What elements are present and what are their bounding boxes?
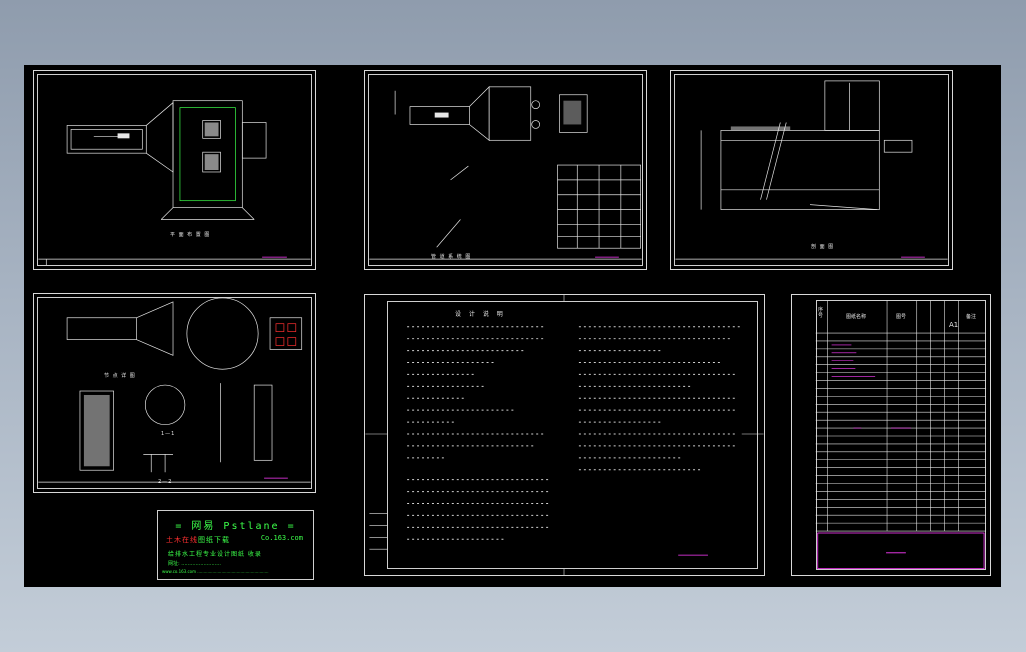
- col-name-header: 图纸名称: [846, 314, 867, 320]
- list-table: [815, 300, 987, 570]
- col-seq-header: 序号: [818, 307, 824, 319]
- watermark-site: 土木在线图纸下载: [166, 536, 230, 544]
- details-drawing: [38, 297, 311, 483]
- sheet-section[interactable]: 剖 面 图: [670, 70, 953, 270]
- sheet-caption: 剖 面 图: [811, 244, 835, 250]
- sheet-caption: 管 道 系 统 图: [431, 254, 472, 260]
- notes-drawing: [365, 295, 764, 575]
- watermark-footer: www.co.163.com .........................…: [162, 569, 269, 574]
- section-label: 2—2: [158, 479, 173, 485]
- pipes-drawing: [369, 86, 642, 260]
- section-label: 1—1: [161, 431, 176, 437]
- col-no-header: 图号: [896, 314, 907, 320]
- sheet-notes[interactable]: 设 计 说 明: [364, 294, 765, 576]
- sheet-caption: 平 面 布 置 图: [170, 232, 211, 238]
- sheet-border: [674, 74, 949, 266]
- section-drawing: [675, 80, 948, 260]
- sheet-border: [37, 297, 312, 489]
- watermark-stamp: = 网易 Pstlane = 土木在线图纸下载 Co.163.com 给排水工程…: [157, 510, 314, 580]
- sheet-details[interactable]: 节 点 详 图 1—1 2—2: [33, 293, 316, 493]
- watermark-domain: Co.163.com: [260, 534, 303, 542]
- notes-title: 设 计 说 明: [455, 311, 506, 318]
- sheet-list[interactable]: 序号 图纸名称 图号 A1 备注: [791, 294, 991, 576]
- plan-drawing: [38, 100, 311, 266]
- sheet-border: [387, 301, 758, 569]
- col-note-header: 备注: [966, 314, 977, 320]
- sheet-plan[interactable]: 平 面 布 置 图: [33, 70, 316, 270]
- sheet-caption: 节 点 详 图: [104, 373, 136, 379]
- col-size-header: A1: [949, 321, 959, 329]
- sheet-pipes[interactable]: 管 道 系 统 图: [364, 70, 647, 270]
- cad-canvas[interactable]: 平 面 布 置 图: [24, 65, 1001, 587]
- watermark-title: = 网易 Pstlane =: [175, 521, 296, 532]
- watermark-url: 网址: .........................: [168, 561, 222, 567]
- sheet-border: [37, 74, 312, 266]
- sheet-border: [368, 74, 643, 266]
- watermark-desc: 给排水工程专业设计图纸 收录: [168, 551, 262, 558]
- sheet-border: [816, 300, 986, 570]
